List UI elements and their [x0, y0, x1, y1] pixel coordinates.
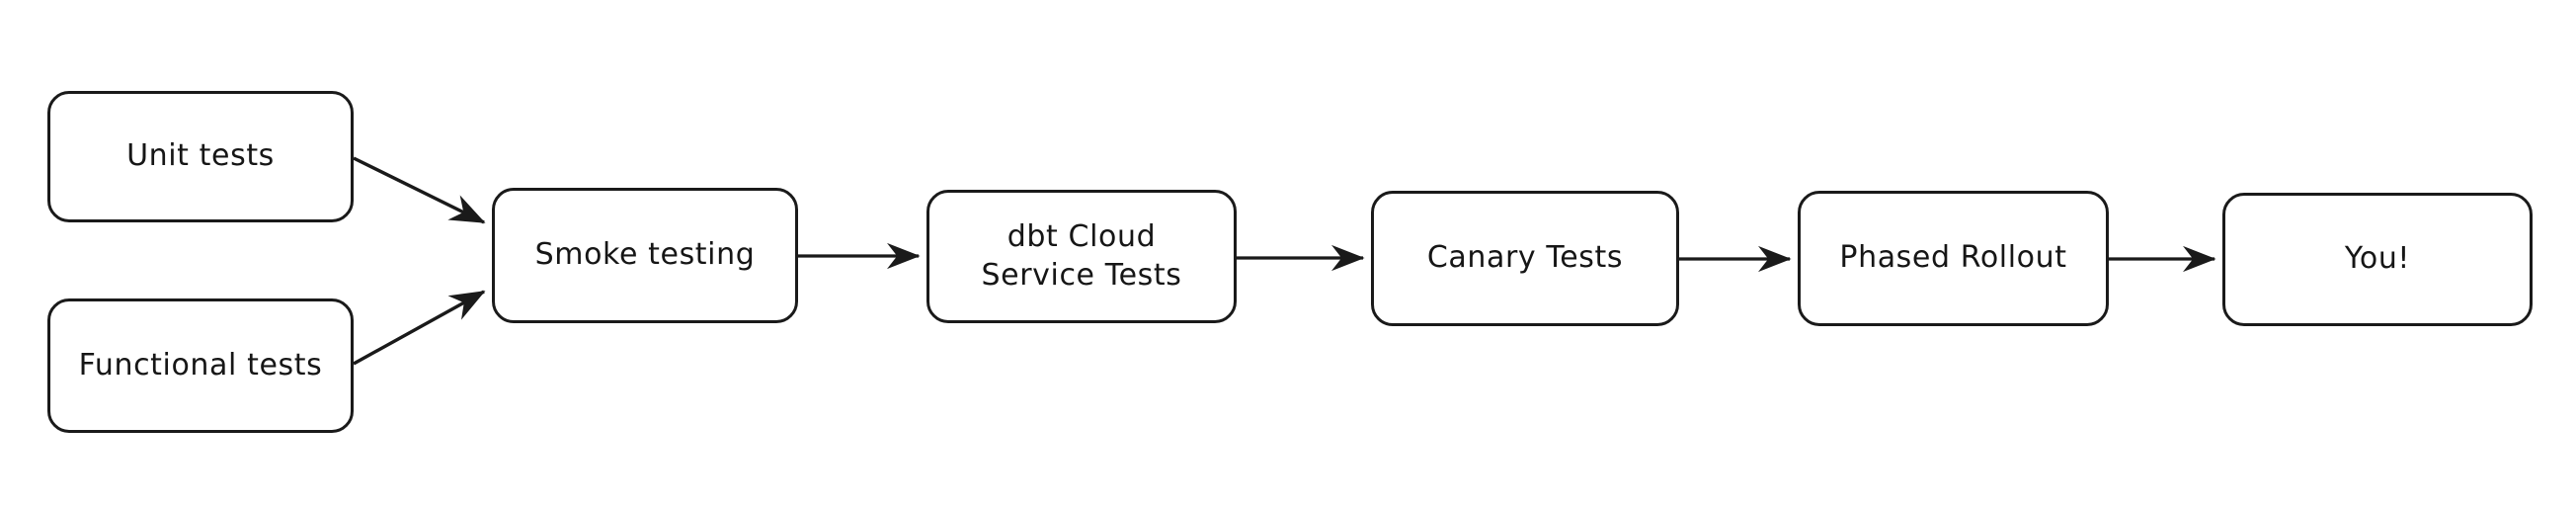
node-unit-tests-label: Unit tests	[126, 138, 275, 174]
node-you-label: You!	[2344, 241, 2411, 277]
node-phased-rollout-label: Phased Rollout	[1839, 240, 2067, 276]
node-you[interactable]: You!	[2222, 193, 2533, 326]
node-dbt-cloud-service-tests[interactable]: dbt Cloud Service Tests	[926, 190, 1237, 323]
node-functional-tests[interactable]: Functional tests	[47, 298, 354, 433]
node-phased-rollout[interactable]: Phased Rollout	[1798, 191, 2109, 326]
node-canary-tests-label: Canary Tests	[1426, 240, 1624, 276]
edge-unit-to-smoke	[353, 156, 486, 224]
edge-functional-to-smoke	[353, 290, 486, 366]
node-dbt-cloud-service-tests-label: dbt Cloud Service Tests	[981, 219, 1182, 293]
node-unit-tests[interactable]: Unit tests	[47, 91, 354, 222]
node-smoke-testing-label: Smoke testing	[534, 237, 756, 273]
node-smoke-testing[interactable]: Smoke testing	[492, 188, 798, 323]
node-functional-tests-label: Functional tests	[78, 347, 323, 382]
node-canary-tests[interactable]: Canary Tests	[1371, 191, 1679, 326]
